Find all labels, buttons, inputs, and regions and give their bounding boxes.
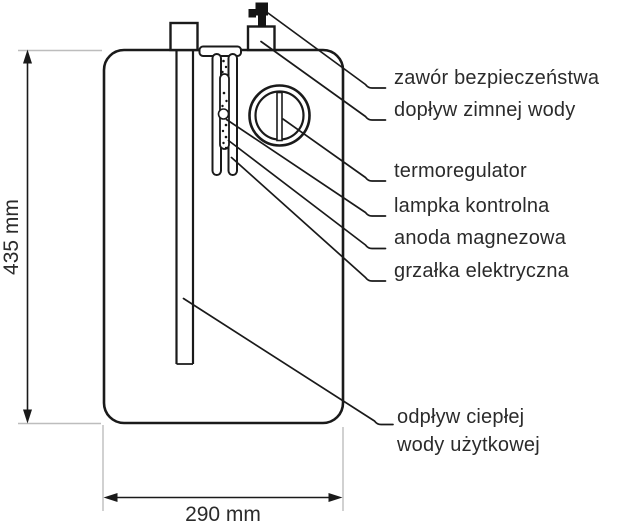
arrowhead-down bbox=[23, 409, 32, 424]
outlet-connection-stub bbox=[169, 21, 199, 52]
leader-electric-heater bbox=[230, 156, 387, 282]
callout-hot-water-outlet-line1: odpływ ciepłej bbox=[397, 406, 525, 428]
hot-water-pipe bbox=[175, 51, 195, 365]
thermoregulator-dial bbox=[248, 84, 311, 147]
extension-lines bbox=[18, 49, 344, 511]
callout-hot-water-outlet-line2: wody użytkowej bbox=[397, 434, 540, 456]
heater-detail-dots bbox=[221, 59, 228, 150]
leader-thermoregulator bbox=[282, 118, 387, 182]
dimension-height-label: 435 mm bbox=[0, 199, 23, 275]
dimension-width-label: 290 mm bbox=[185, 503, 261, 526]
leader-hot-water-outlet bbox=[182, 297, 394, 426]
callout-magnesium-anode: anoda magnezowa bbox=[394, 227, 567, 249]
leader-safety-valve bbox=[267, 12, 387, 89]
leader-control-lamp bbox=[225, 118, 387, 217]
arrowhead-up bbox=[23, 49, 32, 64]
callout-thermoregulator: termoregulator bbox=[394, 160, 527, 182]
callout-hot-water-outlet: odpływ ciepłej wody użytkowej bbox=[397, 403, 540, 459]
inlet-connection-stub bbox=[246, 25, 276, 52]
callout-electric-heater: grzałka elektryczna bbox=[394, 260, 569, 282]
arrowhead-left bbox=[103, 493, 118, 502]
dimension-height-line bbox=[23, 49, 32, 424]
leader-cold-water-inlet bbox=[260, 40, 387, 121]
leader-lines bbox=[182, 12, 394, 426]
callout-safety-valve: zawór bezpieczeństwa bbox=[394, 67, 600, 89]
dimension-width-line bbox=[103, 493, 343, 502]
safety-valve-icon bbox=[248, 2, 268, 28]
leader-magnesium-anode bbox=[227, 139, 387, 250]
arrowhead-right bbox=[328, 493, 343, 502]
heater-assembly bbox=[198, 45, 242, 176]
callout-control-lamp: lampka kontrolna bbox=[394, 195, 550, 217]
callout-cold-water-inlet: dopływ zimnej wody bbox=[394, 99, 576, 121]
control-lamp-indicator bbox=[217, 108, 230, 120]
